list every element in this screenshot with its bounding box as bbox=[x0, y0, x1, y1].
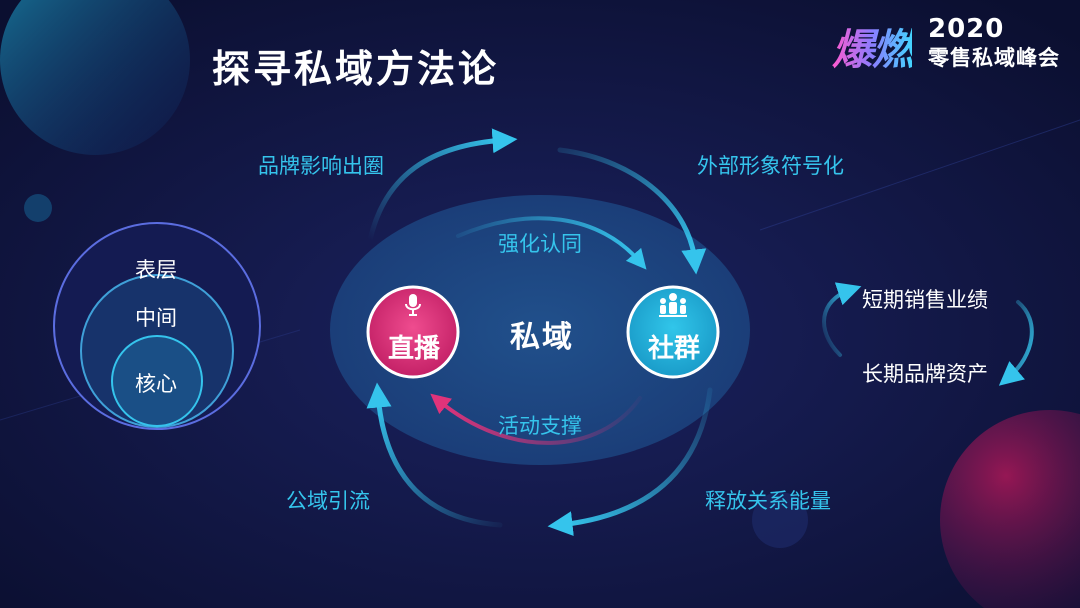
arc-inner-bottom bbox=[430, 393, 642, 445]
label-release-relationship: 释放关系能量 bbox=[705, 489, 831, 513]
center-label-private-domain: 私域 bbox=[510, 320, 574, 355]
event-logo-mark: 爆燃 bbox=[832, 16, 914, 77]
arc-inner-top bbox=[456, 216, 647, 270]
label-strengthen-identity: 强化认同 bbox=[498, 232, 582, 256]
arc-top-left bbox=[367, 128, 518, 243]
live-stream-node bbox=[366, 285, 460, 379]
arc-outcome-right bbox=[998, 300, 1034, 386]
arc-bottom-left bbox=[366, 382, 503, 528]
decor-dot-left bbox=[24, 194, 52, 222]
arc-outcome-left bbox=[822, 282, 862, 357]
decor-dot-bottom bbox=[752, 492, 808, 548]
decor-blob-top-left bbox=[0, 0, 190, 155]
arc-top-right bbox=[557, 147, 707, 275]
group-icon bbox=[659, 293, 687, 317]
event-logo-name: 零售私域峰会 bbox=[928, 46, 1060, 70]
layer-inner-circle bbox=[111, 335, 203, 427]
label-short-term-sales: 短期销售业绩 bbox=[862, 288, 988, 312]
label-brand-influence: 品牌影响出圈 bbox=[258, 154, 384, 178]
label-long-term-brand: 长期品牌资产 bbox=[862, 362, 988, 386]
page-title: 探寻私域方法论 bbox=[212, 47, 500, 91]
decor-line bbox=[759, 119, 1080, 231]
label-public-traffic: 公域引流 bbox=[286, 489, 370, 513]
label-activity-support: 活动支撑 bbox=[498, 414, 582, 438]
label-external-image: 外部形象符号化 bbox=[697, 154, 844, 178]
node-label-live-stream: 直播 bbox=[388, 334, 441, 364]
layer-label-middle: 中间 bbox=[135, 306, 177, 330]
community-node bbox=[626, 285, 720, 379]
microphone-icon bbox=[405, 294, 421, 316]
arc-bottom-right bbox=[547, 387, 713, 537]
layer-label-inner: 核心 bbox=[135, 372, 177, 396]
decor-blob-bottom-right bbox=[940, 410, 1080, 608]
event-logo-year: 2020 bbox=[928, 14, 1005, 44]
node-label-community: 社群 bbox=[648, 334, 701, 364]
layer-label-outer: 表层 bbox=[135, 258, 177, 282]
